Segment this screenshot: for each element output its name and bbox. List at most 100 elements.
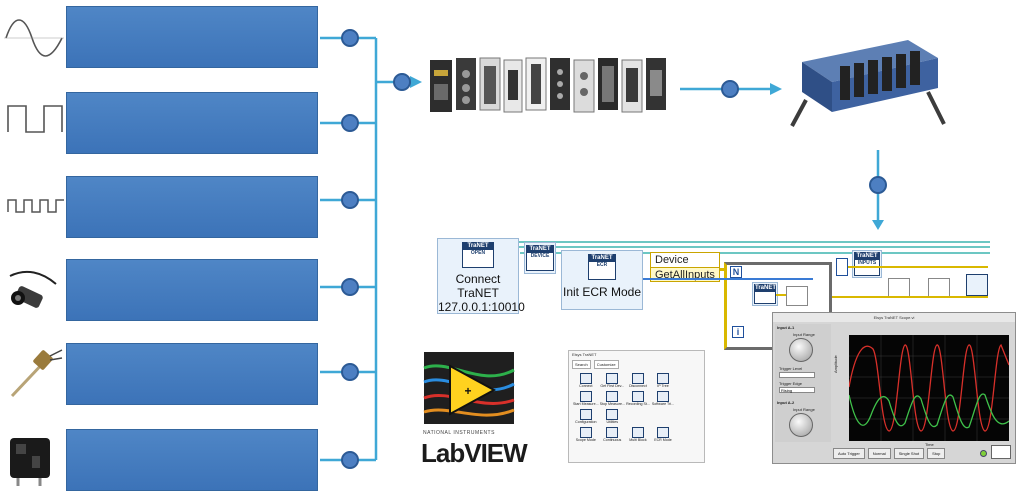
palette-item-label: IP Tree	[657, 384, 669, 388]
wire	[440, 241, 990, 243]
y-axis-label: Amplitude	[833, 355, 838, 373]
input-block[interactable]: TraNET	[752, 282, 778, 306]
palette-item-label: Recording St...	[626, 402, 650, 406]
init-ecr-block[interactable]: TraNET ECR Init ECR Mode	[561, 250, 643, 310]
wire	[720, 268, 726, 271]
trigger-level-label: Trigger Level	[779, 366, 803, 371]
config-subvi-icon[interactable]	[786, 286, 808, 306]
chassis-image	[790, 40, 946, 127]
palette-item-label: Utilities	[606, 420, 619, 424]
palette-item[interactable]: Recording St...	[626, 391, 650, 407]
palette-item[interactable]: Multi Block	[626, 427, 650, 443]
palette-item[interactable]: Disconnect	[626, 373, 650, 389]
palette-item-icon	[631, 391, 644, 402]
range-knob-2[interactable]	[789, 413, 813, 437]
signal-box	[66, 176, 318, 238]
palette-item-icon	[579, 391, 592, 402]
trigger-edge-value: Rising	[781, 388, 793, 393]
input1-label: Input A-1	[777, 325, 795, 330]
scope-button[interactable]: Normal	[867, 448, 891, 459]
palette-item-icon	[606, 409, 619, 420]
palette-item[interactable]: Stop Measure...	[600, 391, 625, 407]
green-waveform	[848, 393, 1010, 429]
palette-search-button[interactable]: Search	[572, 360, 591, 369]
scope-button[interactable]: Stop	[927, 448, 946, 459]
tranet-inputs-icon: TraNET INPUTS	[854, 252, 880, 276]
palette-item[interactable]	[676, 391, 700, 407]
palette-item[interactable]: Utilities	[600, 409, 625, 425]
tranet-device-icon: TraNET DEVICE	[526, 245, 554, 271]
input2-label: Input A-2	[777, 400, 795, 405]
palette-item-icon	[579, 427, 592, 438]
loop-iteration-terminal: i	[732, 326, 744, 338]
palette-customize-button[interactable]: Customize	[593, 360, 619, 369]
wire	[832, 296, 988, 298]
palette-item[interactable]: Software Tri...	[651, 391, 675, 407]
palette-item[interactable]: Start Measure...	[573, 391, 599, 407]
scope-controls: Input A-1 Input Range Trigger Level Trig…	[775, 324, 831, 442]
palette-item-icon	[656, 373, 669, 384]
scope-button[interactable]: Single Shot	[893, 448, 925, 459]
palette-item[interactable]	[676, 409, 700, 425]
labview-wordmark: LabVIEW	[421, 438, 528, 468]
palette-item[interactable]	[651, 409, 675, 425]
palette-item-label: ECR Mode	[654, 438, 672, 442]
scope-window: Elsys TraNET Scope.vi Input A-1 Input Ra…	[772, 312, 1016, 464]
palette-item-label: Continuous	[603, 438, 622, 442]
scope-indicator-light	[980, 450, 987, 457]
palette-item-icon	[606, 427, 619, 438]
square-wave-icon	[2, 92, 66, 152]
palette-item-label: Configuration	[575, 420, 597, 424]
palette-item[interactable]: Connect	[573, 373, 599, 389]
palette-item[interactable]	[626, 409, 650, 425]
palette-item[interactable]: Continuous	[600, 427, 625, 443]
palette-item[interactable]: Get First Dev...	[600, 373, 625, 389]
config-subvi-icon[interactable]	[888, 278, 910, 298]
range-knob-1[interactable]	[789, 338, 813, 362]
config-subvi-icon[interactable]	[928, 278, 950, 298]
palette-item-label: Software Tri...	[651, 402, 675, 406]
device-block[interactable]: TraNET DEVICE	[524, 242, 556, 274]
palette-item[interactable]: IP Tree	[651, 373, 675, 389]
connect-tranet-block[interactable]: TraNET OPEN Connect TraNET 127.0.0.1:100…	[437, 238, 525, 314]
trigger-level-field[interactable]	[779, 372, 815, 378]
wire	[520, 252, 990, 254]
io-modules-image	[430, 57, 666, 113]
palette-item-icon	[606, 391, 619, 402]
range-label: Input Range	[793, 332, 815, 337]
ni-label: NATIONAL INSTRUMENTS	[423, 430, 495, 436]
trigger-edge-label: Trigger Edge	[779, 381, 802, 386]
signal-box	[66, 259, 318, 321]
thermocouple-probe-icon	[2, 346, 66, 406]
wire	[848, 266, 988, 268]
palette-item[interactable]	[676, 427, 700, 443]
device-property-node[interactable]: Device GetAllInputs	[650, 252, 720, 282]
palette-item[interactable]: ECR Mode	[651, 427, 675, 443]
labview-logo-icon: +	[423, 352, 515, 424]
palette-item[interactable]	[676, 373, 700, 389]
tranet-label: TraNET	[457, 286, 499, 300]
tranet-open-icon: TraNET OPEN	[462, 242, 494, 268]
connector-dot	[869, 176, 887, 194]
signal-box	[66, 429, 318, 491]
inputs-block[interactable]: TraNET INPUTS	[852, 250, 882, 278]
palette-item[interactable]: Configuration	[573, 409, 599, 425]
wire	[440, 246, 990, 248]
relay-icon	[2, 430, 66, 490]
wire	[643, 278, 813, 280]
palette-item-label: Disconnect	[629, 384, 647, 388]
scope-button[interactable]: Auto Trigger	[833, 448, 865, 459]
proximity-sensor-icon	[2, 262, 66, 322]
palette-item-label: Start Measure...	[573, 402, 599, 406]
array-terminal	[836, 258, 848, 276]
inputs-subvi-icon[interactable]	[966, 274, 988, 296]
palette-item[interactable]: Scope Mode	[573, 427, 599, 443]
connector-dot	[721, 80, 739, 98]
trigger-edge-select[interactable]: Rising	[779, 387, 815, 393]
connector-dot	[341, 363, 359, 381]
signal-box	[66, 92, 318, 154]
scope-channel-box[interactable]	[991, 445, 1011, 459]
